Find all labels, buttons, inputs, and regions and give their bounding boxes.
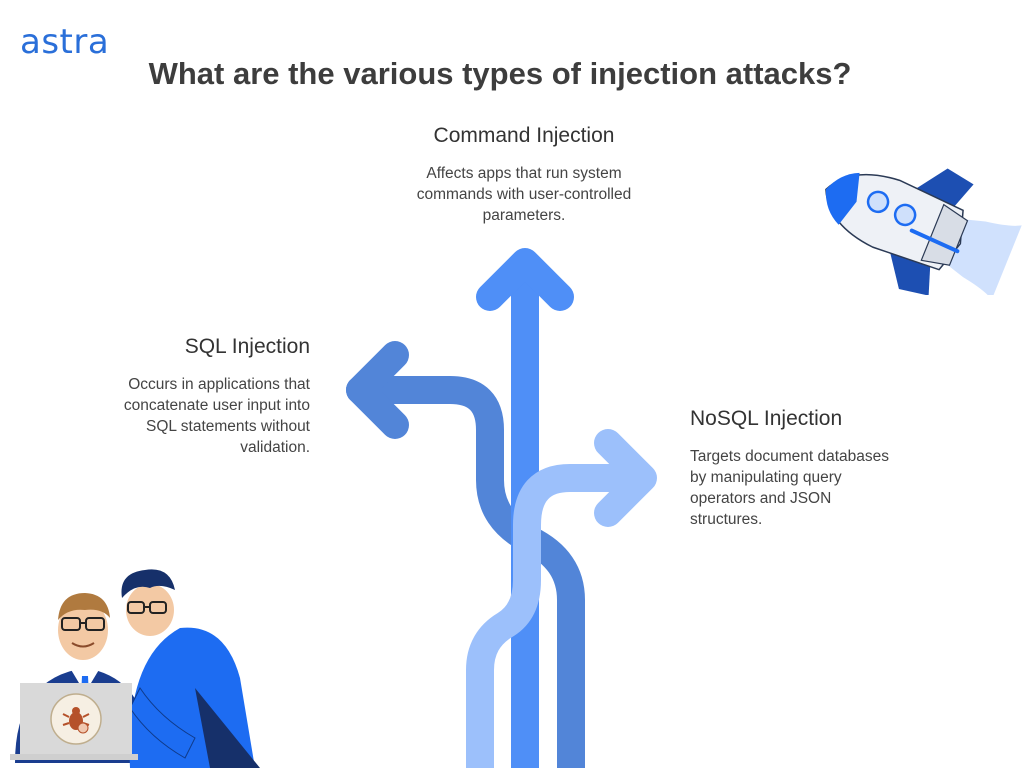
rocket-icon: [825, 168, 1022, 295]
sql-arrow: [346, 341, 585, 768]
bug-icon: [62, 707, 90, 734]
page-title: What are the various types of injection …: [148, 56, 852, 91]
astra-logo: astra: [20, 22, 110, 62]
people-at-laptop-illustration: [10, 569, 260, 768]
sql-injection-title: SQL Injection: [184, 335, 310, 358]
command-injection-title: Command Injection: [433, 124, 615, 147]
nosql-injection-description: Targets document databases by manipulati…: [690, 448, 890, 528]
command-injection-description: Affects apps that run system commands wi…: [416, 165, 632, 224]
nosql-injection-title: NoSQL Injection: [690, 407, 843, 430]
nosql-arrow: [466, 429, 657, 768]
sql-injection-description: Occurs in applications that concatenate …: [123, 376, 310, 456]
